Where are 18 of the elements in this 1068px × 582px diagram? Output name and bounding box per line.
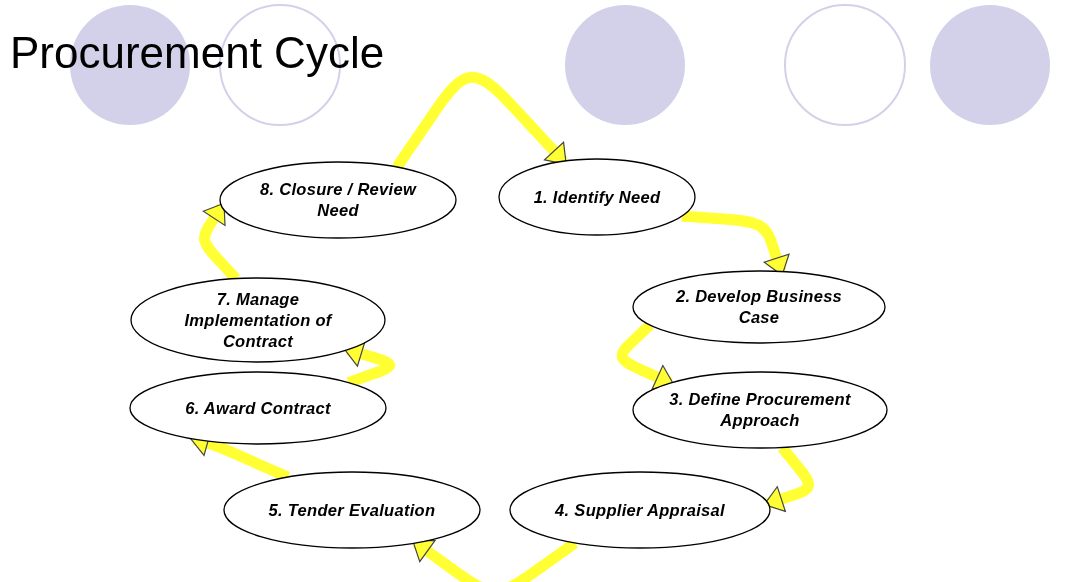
process-ellipse — [633, 271, 885, 343]
step-label: 2. Develop Business Case — [674, 286, 844, 328]
process-ellipse — [130, 372, 386, 444]
process-ellipse — [633, 372, 887, 448]
step-label: 1. Identify Need — [533, 186, 661, 208]
step-label: 8. Closure / Review Need — [258, 179, 418, 221]
title: Procurement Cycle — [10, 28, 385, 78]
process-ellipse — [131, 278, 385, 362]
step-label: 6. Award Contract — [185, 397, 331, 419]
step-label: 3. Define Procurement Approach — [668, 389, 852, 431]
step-label: 4. Supplier Appraisal — [555, 499, 725, 521]
step-label: 7. Manage Implementation of Contract — [183, 288, 334, 352]
curved-arrow — [412, 538, 579, 582]
process-ellipse — [499, 159, 695, 235]
process-ellipse — [220, 162, 456, 238]
process-ellipse — [510, 472, 770, 548]
step-label: 5. Tender Evaluation — [268, 499, 436, 521]
process-ellipse — [224, 472, 480, 548]
